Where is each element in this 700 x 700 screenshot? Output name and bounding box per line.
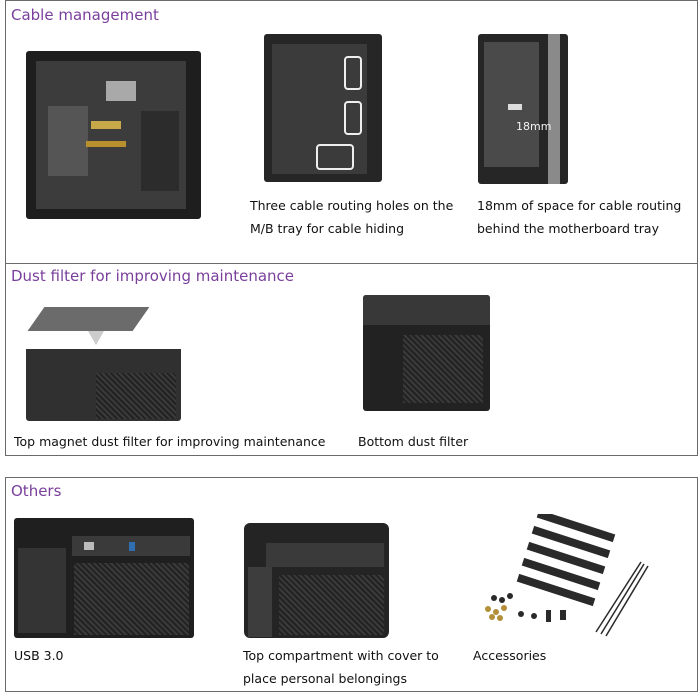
section-title-others: Others (11, 482, 62, 500)
caption-usb: USB 3.0 (14, 648, 64, 663)
section-title-cable-management: Cable management (11, 6, 159, 24)
feature-box-others: Others USB 3.0 Top compartment with cove… (5, 477, 698, 692)
photo-case-interior (26, 51, 201, 219)
routing-hole-highlight (316, 144, 354, 170)
photo-accessories (476, 514, 656, 644)
caption-accessories: Accessories (473, 648, 547, 663)
photo-top-compartment (244, 523, 389, 638)
photo-space-behind-tray: 18mm (478, 34, 568, 184)
caption-top-dust-filter: Top magnet dust filter for improving mai… (14, 434, 326, 449)
section-title-dust-filter: Dust filter for improving maintenance (11, 267, 295, 285)
photo-top-dust-filter (26, 301, 181, 421)
photo-bottom-dust-filter (363, 295, 490, 411)
photo-mb-tray-holes (264, 34, 382, 182)
caption-routing-space: 18mm of space for cable routing behind t… (477, 198, 682, 236)
caption-routing-holes: Three cable routing holes on the M/B tra… (250, 198, 454, 236)
caption-bottom-dust-filter: Bottom dust filter (358, 434, 469, 449)
routing-hole-highlight (344, 56, 362, 90)
measure-label-18mm: 18mm (516, 120, 552, 133)
photo-usb-front-panel (14, 518, 194, 638)
caption-top-compartment: Top compartment with cover to place pers… (243, 648, 439, 686)
section-divider (6, 263, 697, 264)
routing-hole-highlight (344, 101, 362, 135)
feature-box-top: Cable management Three cable routing hol… (5, 0, 698, 456)
